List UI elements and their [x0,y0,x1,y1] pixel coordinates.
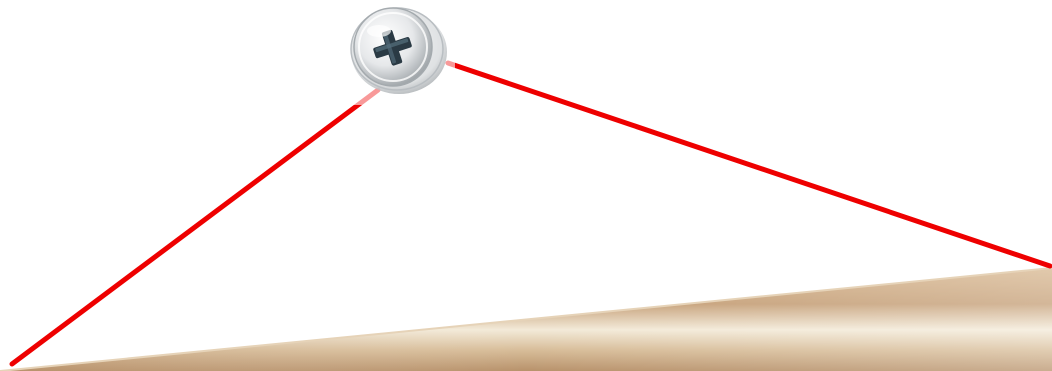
screw-icon [325,8,455,105]
wooden-plank [0,268,1052,371]
left-string-line [12,90,378,364]
right-string-line [448,63,1050,266]
